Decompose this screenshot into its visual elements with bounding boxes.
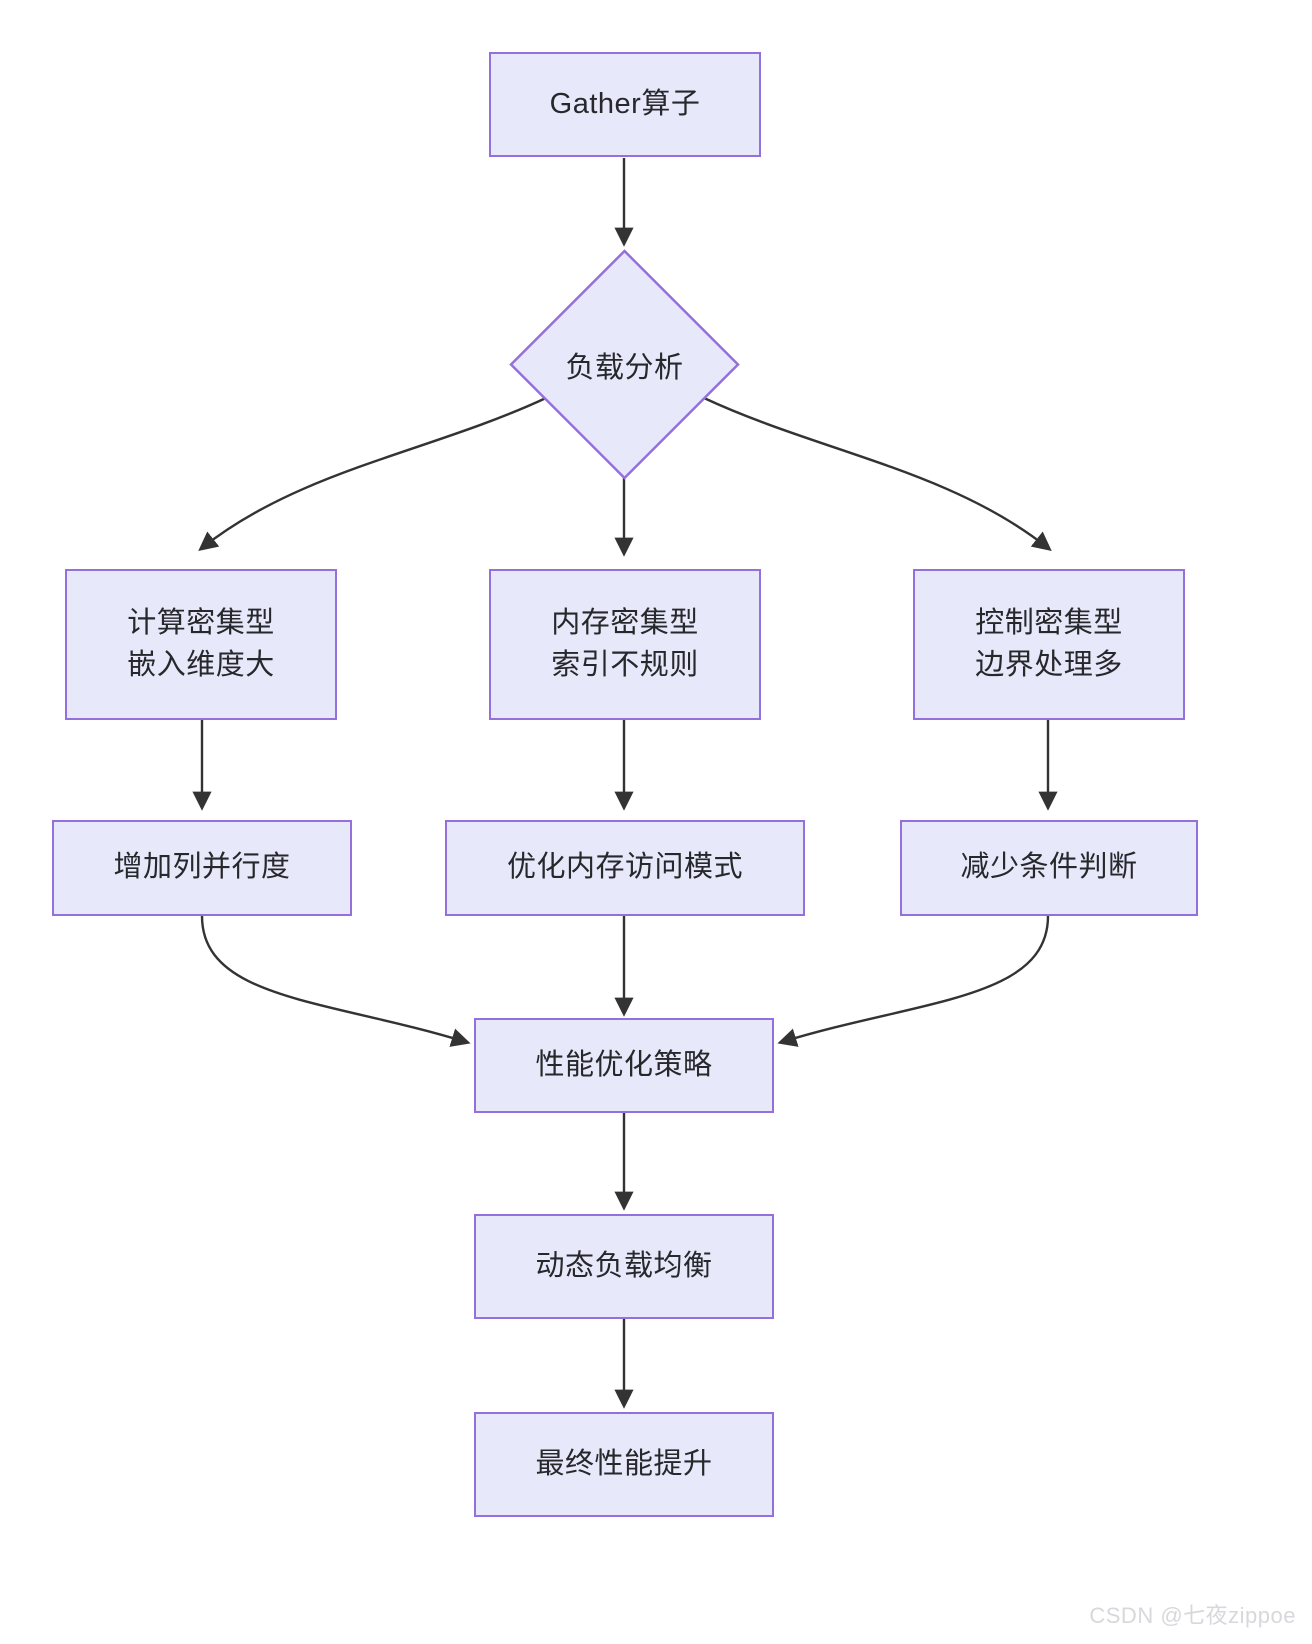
node-decide[interactable]: 负载分析: [509, 249, 740, 480]
node-decide-label: 负载分析: [565, 351, 684, 384]
node-control-label-line2: 边界处理多: [975, 648, 1123, 681]
node-memory[interactable]: 内存密集型 索引不规则: [489, 569, 761, 720]
node-compute-label-line2: 嵌入维度大: [127, 648, 275, 681]
watermark: CSDN @七夜zippoe: [1089, 1603, 1296, 1628]
edge-opt3-to-strategy: [777, 915, 1050, 1047]
node-compute[interactable]: 计算密集型 嵌入维度大: [65, 569, 337, 720]
node-control[interactable]: 控制密集型 边界处理多: [913, 569, 1185, 720]
node-opt3-label: 减少条件判断: [960, 851, 1138, 884]
diamond-shape: [509, 249, 740, 480]
node-strategy-label: 性能优化策略: [535, 1048, 713, 1081]
edge-opt1-to-strategy: [200, 915, 471, 1047]
node-opt1-label: 增加列并行度: [113, 851, 291, 884]
node-balance-label: 动态负载均衡: [535, 1249, 713, 1282]
node-start-label: Gather算子: [549, 87, 701, 120]
node-opt2-label: 优化内存访问模式: [506, 851, 743, 884]
node-start[interactable]: Gather算子: [489, 52, 761, 157]
node-opt3[interactable]: 减少条件判断: [900, 820, 1198, 916]
node-memory-label-line1: 内存密集型: [551, 607, 699, 640]
node-memory-label-line2: 索引不规则: [551, 648, 699, 681]
node-control-label-line1: 控制密集型: [975, 607, 1123, 640]
node-final[interactable]: 最终性能提升: [474, 1412, 774, 1517]
node-balance[interactable]: 动态负载均衡: [474, 1214, 774, 1319]
edge-decide-to-control: [703, 396, 1052, 551]
node-final-label: 最终性能提升: [535, 1447, 713, 1480]
node-opt1[interactable]: 增加列并行度: [52, 820, 352, 916]
node-compute-label-line1: 计算密集型: [127, 607, 275, 640]
edge-decide-to-compute: [198, 396, 547, 551]
node-opt2[interactable]: 优化内存访问模式: [445, 820, 805, 916]
node-strategy[interactable]: 性能优化策略: [474, 1018, 774, 1113]
